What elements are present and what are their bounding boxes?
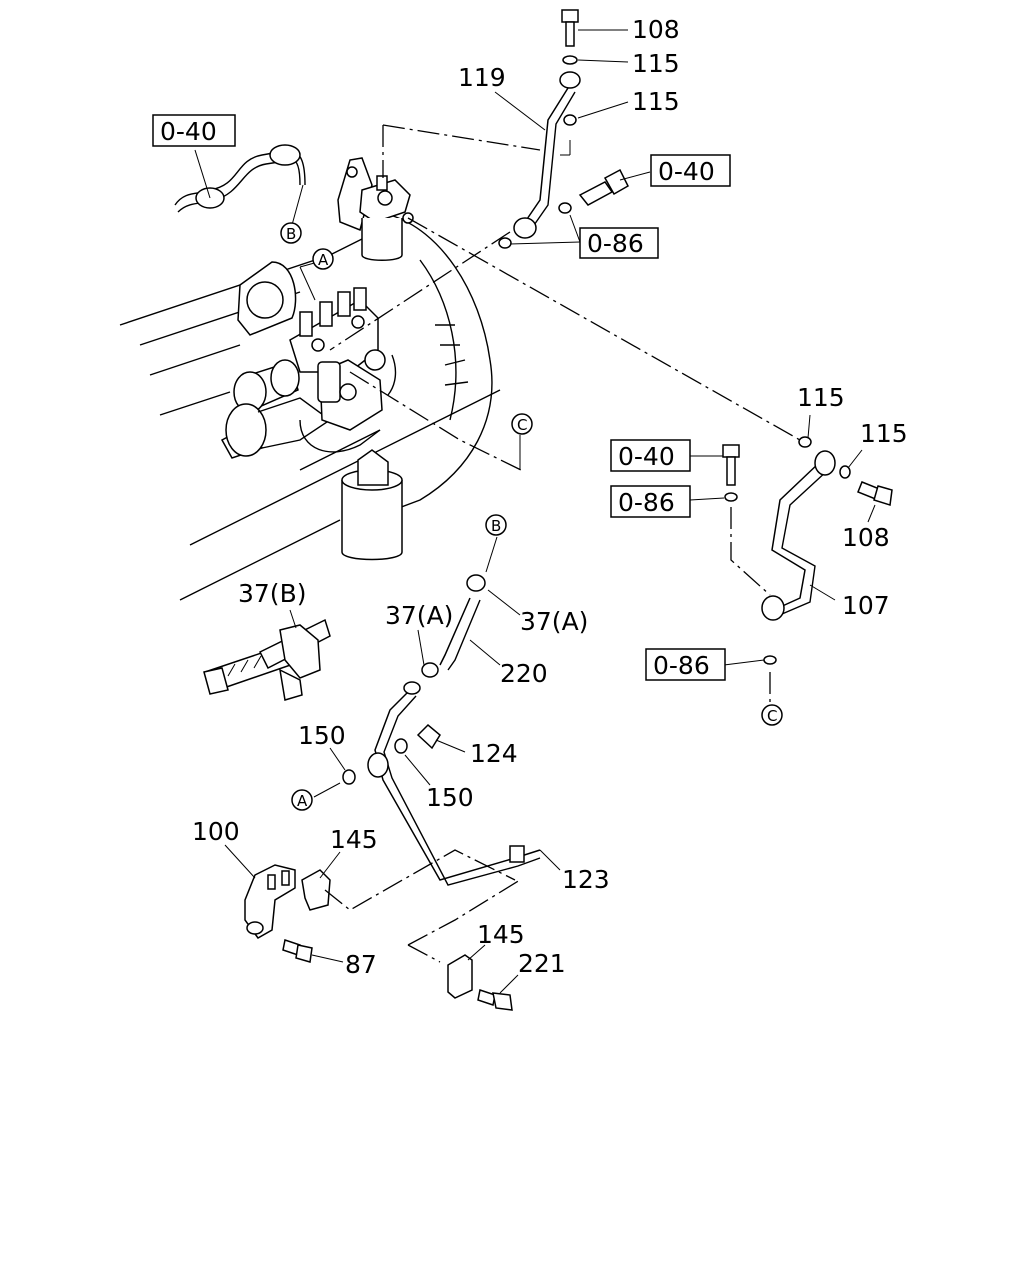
pipe-123-drawing bbox=[342, 574, 541, 886]
pipe-107-drawing bbox=[722, 436, 893, 665]
callout-123: 123 bbox=[562, 865, 610, 894]
callout-220: 220 bbox=[500, 659, 548, 688]
connector-a-top: A bbox=[312, 248, 334, 270]
callout-37b: 37(B) bbox=[238, 579, 306, 608]
ref-box-0-86-top: 0-86 bbox=[579, 227, 659, 259]
connector-b-top: B bbox=[280, 222, 302, 244]
callout-37a-left: 37(A) bbox=[385, 601, 453, 630]
harness-drawing bbox=[174, 144, 306, 226]
callout-115-mid: 115 bbox=[632, 87, 680, 116]
callout-115-right: 115 bbox=[797, 383, 845, 412]
callout-119: 119 bbox=[458, 63, 506, 92]
svg-text:0-86: 0-86 bbox=[653, 651, 710, 680]
engine-assembly-drawing bbox=[119, 157, 501, 601]
svg-text:C: C bbox=[517, 416, 527, 434]
pipe-119-drawing bbox=[498, 9, 629, 249]
clip-37b-drawing bbox=[203, 618, 331, 701]
connector-a-lower: A bbox=[291, 789, 313, 811]
leader-lines bbox=[224, 29, 876, 994]
bracket-drawing bbox=[244, 864, 513, 1011]
callout-87: 87 bbox=[345, 950, 377, 979]
svg-text:0-86: 0-86 bbox=[618, 488, 675, 517]
svg-text:0-40: 0-40 bbox=[160, 117, 217, 146]
callout-150-right: 150 bbox=[426, 783, 474, 812]
connector-b-mid: B bbox=[485, 514, 507, 536]
callout-221: 221 bbox=[518, 949, 566, 978]
callout-37a-right: 37(A) bbox=[520, 607, 588, 636]
ref-box-0-40-topleft: 0-40 bbox=[152, 114, 236, 147]
svg-text:0-86: 0-86 bbox=[587, 229, 644, 258]
reference-lines bbox=[324, 124, 801, 963]
ref-box-0-40-top-right: 0-40 bbox=[650, 154, 731, 187]
callout-115-top: 115 bbox=[632, 49, 680, 78]
ref-box-0-86-lower: 0-86 bbox=[645, 648, 726, 681]
connector-c-top: C bbox=[511, 413, 533, 435]
svg-text:C: C bbox=[767, 707, 777, 725]
callout-108-right: 108 bbox=[842, 523, 890, 552]
callout-115-far-right: 115 bbox=[860, 419, 908, 448]
svg-text:B: B bbox=[491, 517, 501, 535]
callout-108-top: 108 bbox=[632, 15, 680, 44]
callout-145-bottom: 145 bbox=[477, 920, 525, 949]
callout-150-left: 150 bbox=[298, 721, 346, 750]
svg-text:0-40: 0-40 bbox=[618, 442, 675, 471]
ref-box-0-40-right: 0-40 bbox=[610, 439, 691, 472]
connectors: B A C B A C bbox=[280, 222, 783, 811]
callout-145-top: 145 bbox=[330, 825, 378, 854]
svg-text:A: A bbox=[297, 792, 308, 810]
callout-100: 100 bbox=[192, 817, 240, 846]
svg-text:0-40: 0-40 bbox=[658, 157, 715, 186]
svg-text:B: B bbox=[286, 225, 296, 243]
connector-c-right: C bbox=[761, 704, 783, 726]
ref-box-0-86-right: 0-86 bbox=[610, 485, 691, 518]
svg-text:A: A bbox=[318, 251, 329, 269]
callouts: 108 115 115 119 115 115 108 107 37(B) 37… bbox=[192, 15, 908, 979]
callout-107: 107 bbox=[842, 591, 890, 620]
callout-124: 124 bbox=[470, 739, 518, 768]
reference-boxes: 0-40 0-40 0-86 0-40 0-86 0-86 bbox=[152, 114, 731, 681]
